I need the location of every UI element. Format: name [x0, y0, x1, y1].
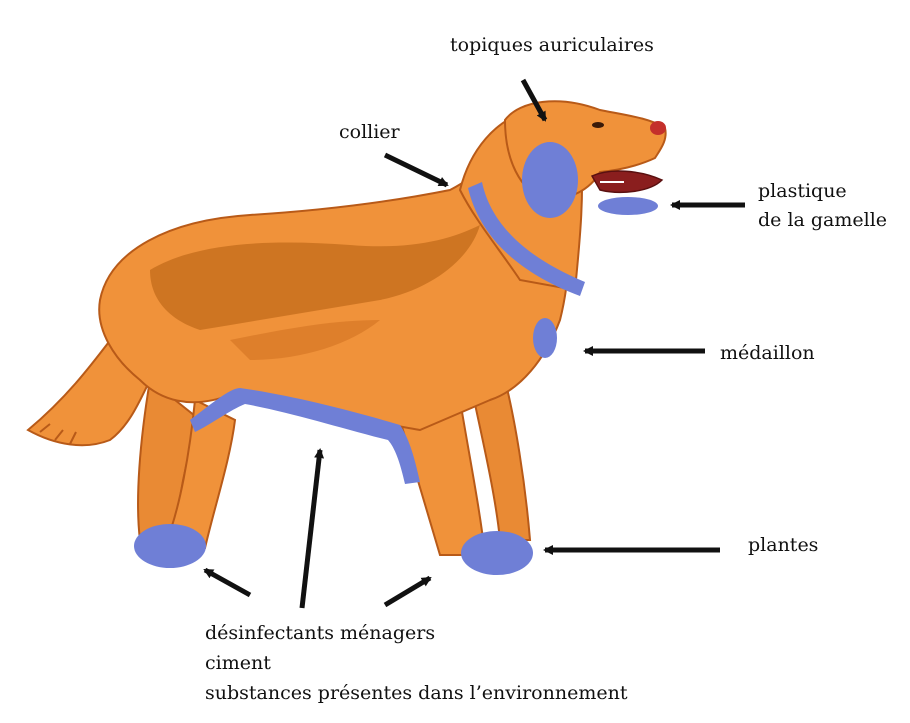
arrow-belly [302, 450, 320, 608]
dog-nose [650, 121, 666, 135]
label-collar: collier [339, 119, 400, 145]
dog-eye [592, 122, 604, 128]
label-bottom-line1: désinfectants ménagers [205, 620, 435, 646]
medallion-contact-zone [533, 318, 557, 358]
label-bottom-line2: ciment [205, 650, 271, 676]
label-bowl-line1: plastique [758, 178, 847, 204]
bowl-contact-zone [598, 197, 658, 215]
label-bottom-line3: substances présentes dans l’environnemen… [205, 680, 627, 706]
arrow-back-paw [205, 570, 250, 595]
label-paws: plantes [748, 532, 818, 558]
arrow-collar [385, 155, 447, 185]
arrow-front-paw [385, 578, 430, 605]
label-topical: topiques auriculaires [450, 32, 654, 58]
label-bowl-line2: de la gamelle [758, 207, 887, 233]
label-medallion: médaillon [720, 340, 815, 366]
back-paw-contact-zone [134, 524, 206, 568]
front-paw-contact-zone [461, 531, 533, 575]
ear-contact-zone [522, 142, 578, 218]
